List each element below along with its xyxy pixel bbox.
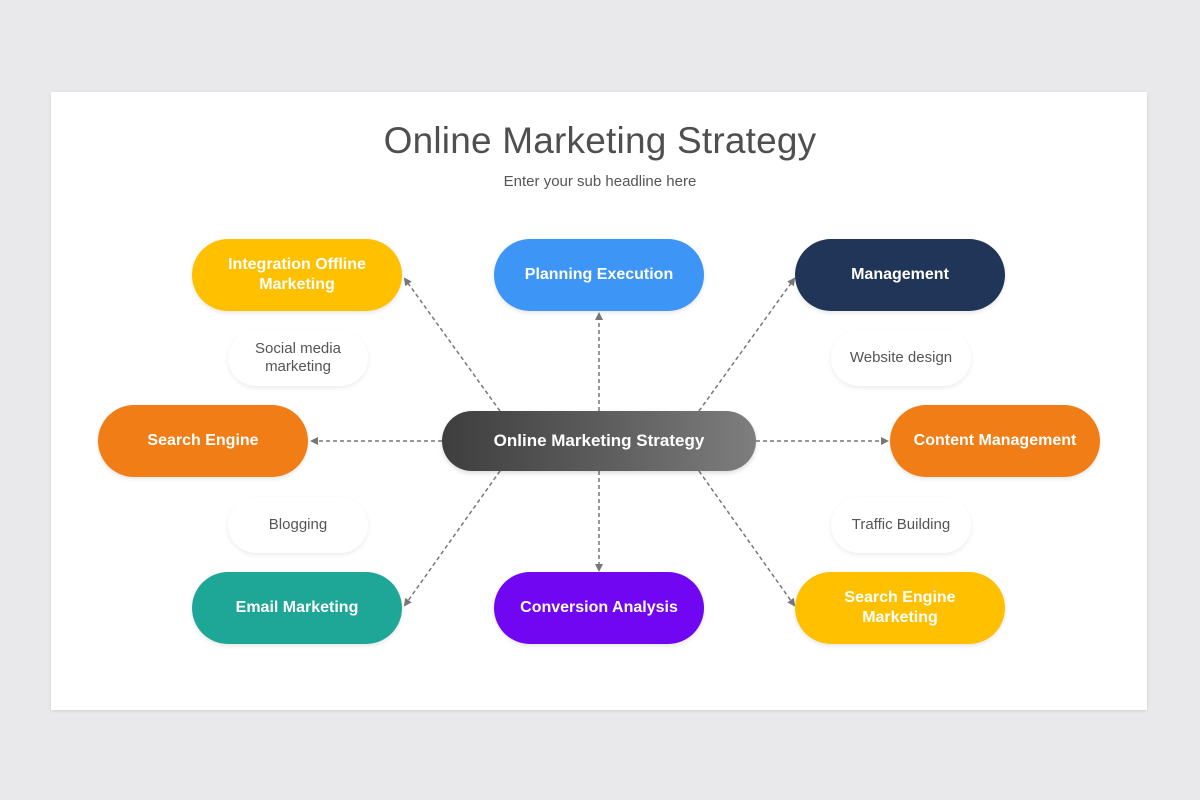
node-label: Planning Execution	[524, 266, 674, 283]
tag-label: Traffic Building	[851, 516, 951, 533]
tag-blogging: Blogging	[228, 497, 368, 553]
central-node: Online Marketing Strategy	[442, 411, 756, 471]
tag-label: Blogging	[268, 516, 328, 533]
node-conversion-analysis: Conversion Analysis	[494, 572, 704, 644]
tag-traffic-building: Traffic Building	[831, 497, 971, 553]
arrow-to-email-marketing	[403, 470, 501, 607]
slide-title: Online Marketing Strategy	[383, 120, 817, 161]
node-label: Search Engine	[147, 432, 259, 449]
node-label: Management	[851, 266, 949, 283]
central-node-label: Online Marketing Strategy	[493, 431, 705, 450]
tag-social-media-marketing: Social media marketing	[228, 330, 368, 386]
node-label: Conversion Analysis	[520, 599, 678, 616]
node-label: Content Management	[913, 432, 1077, 449]
slide-subtitle: Enter your sub headline here	[503, 173, 697, 190]
node-search-engine: Search Engine	[98, 405, 308, 477]
node-search-engine-marketing: Search Engine Marketing	[795, 572, 1005, 644]
node-integration-offline-marketing: Integration Offline Marketing	[192, 239, 402, 311]
node-label: Integration Offline Marketing	[228, 256, 366, 293]
arrow-to-sem	[698, 470, 796, 607]
node-planning-execution: Planning Execution	[494, 239, 704, 311]
node-email-marketing: Email Marketing	[192, 572, 402, 644]
node-label: Search Engine Marketing	[844, 589, 956, 626]
arrow-to-management	[698, 277, 796, 412]
node-management: Management	[795, 239, 1005, 311]
tag-label: Social media marketing	[255, 340, 341, 375]
node-label: Email Marketing	[235, 599, 359, 616]
arrow-to-integration	[403, 277, 501, 412]
tag-label: Website design	[849, 349, 953, 366]
tag-website-design: Website design	[831, 330, 971, 386]
node-content-management: Content Management	[890, 405, 1100, 477]
